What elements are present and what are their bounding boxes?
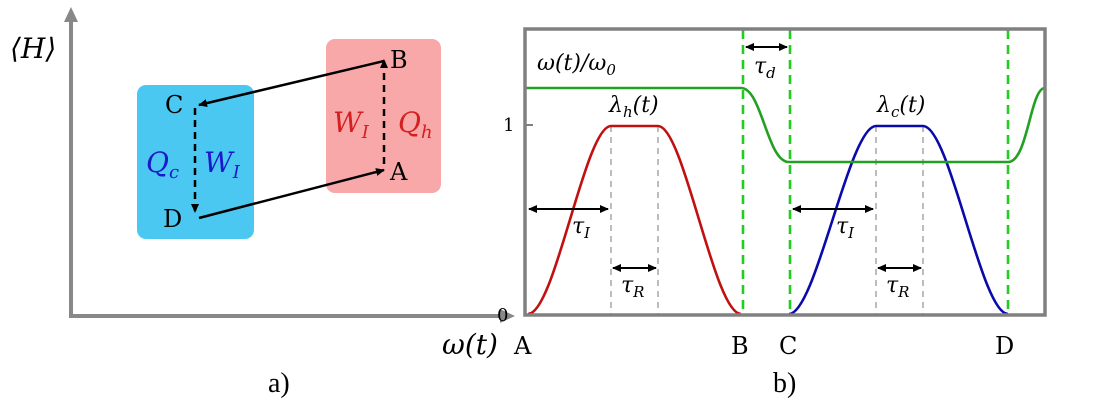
cold-work-label: WI xyxy=(204,146,241,183)
tau-r-label-2: τR xyxy=(886,273,909,301)
tau-i-label-1: τI xyxy=(572,214,591,242)
arrow-d-to-a xyxy=(198,168,385,220)
y-tick-0: 0 xyxy=(497,305,508,326)
cold-heat-label: Qc xyxy=(146,146,179,183)
x-marker-d: D xyxy=(995,332,1014,360)
panel-a-label: a) xyxy=(268,368,290,399)
tau-r-label-1: τR xyxy=(621,273,644,301)
hot-heat-label: Qh xyxy=(398,106,433,143)
panel-b-label: b) xyxy=(773,368,796,399)
panel-b: 0 1 ω(t)/ω0 λh(t) λc(t) τd τI τR τI τR A… xyxy=(497,27,1047,399)
stroke-boundaries xyxy=(741,30,1010,314)
point-label-a: A xyxy=(389,158,408,186)
plot-frame xyxy=(523,27,1047,317)
point-label-b: B xyxy=(390,46,408,74)
lambda-h-curve xyxy=(527,124,742,316)
guide-lines xyxy=(610,126,924,314)
point-label-d: D xyxy=(163,205,182,233)
lambda-c-curve xyxy=(788,124,1009,316)
x-marker-c: C xyxy=(779,332,797,360)
x-marker-a: A xyxy=(513,332,532,360)
lambda-c-label: λc(t) xyxy=(876,93,925,121)
tau-i-label-2: τI xyxy=(836,214,855,242)
omega-curve xyxy=(525,86,1046,164)
point-label-c: C xyxy=(165,91,183,119)
omega-label: ω(t)/ω0 xyxy=(537,51,616,79)
arrow-b-to-c xyxy=(198,59,385,108)
x-axis-label: ω(t) xyxy=(442,328,498,361)
y-axis-label: ⟨H⟩ xyxy=(10,32,56,65)
panel-a: ⟨H⟩ ω(t) A B C D WI Qh Qc WI a) xyxy=(10,7,515,399)
x-marker-b: B xyxy=(731,332,749,360)
lambda-h-label: λh(t) xyxy=(608,93,659,121)
tau-d-label: τd xyxy=(754,54,776,82)
y-tick-1: 1 xyxy=(503,115,514,136)
hot-work-label: WI xyxy=(333,106,370,143)
